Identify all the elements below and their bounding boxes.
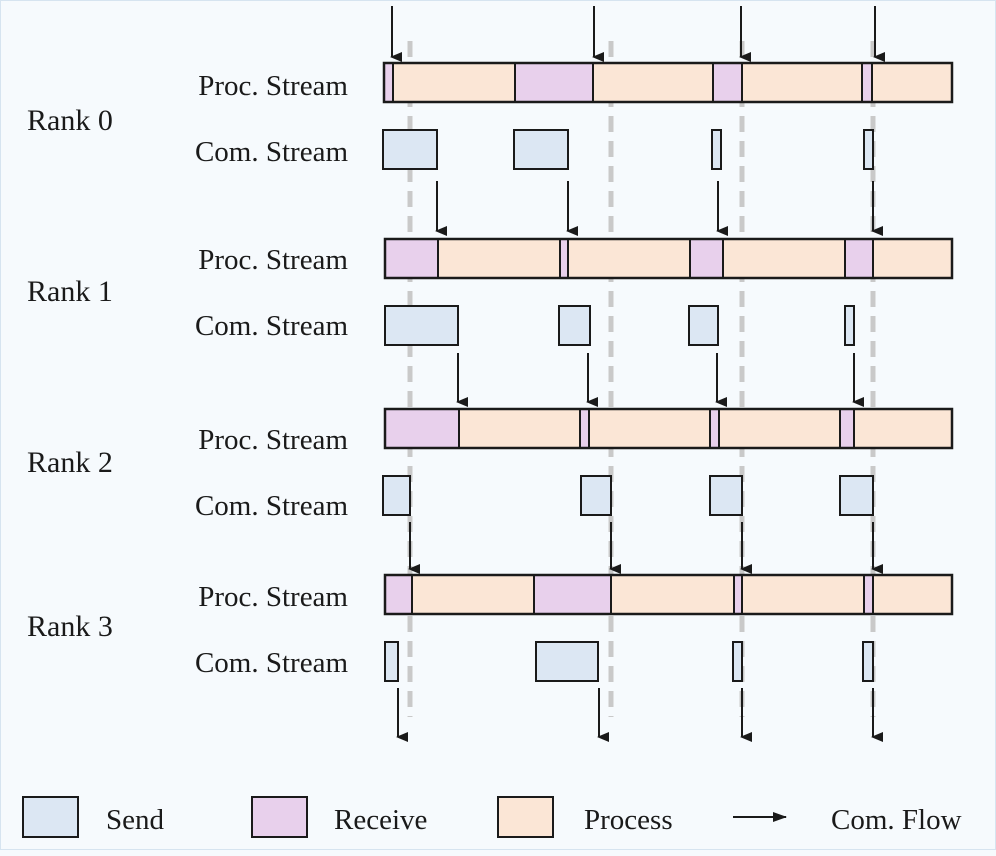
rank-2-proc-receive-segment-4 (709, 408, 720, 449)
rank-2-send-block-2 (709, 475, 743, 516)
rank-0-proc-process-segment-3 (592, 62, 714, 103)
rank-1-proc-receive-segment-6 (844, 238, 874, 279)
legend-send-swatch (22, 796, 79, 838)
stream-blocks (382, 61, 954, 682)
rank-label-1: Rank 1 (27, 275, 113, 308)
rank-label-2: Rank 2 (27, 446, 113, 479)
legend-send-label: Send (106, 804, 165, 836)
rank-3-proc-receive-segment-6 (863, 574, 874, 615)
rank-3-send-block-0 (384, 641, 399, 682)
rank-3-proc-process-segment-3 (610, 574, 735, 615)
rank-1-proc-process-segment-3 (567, 238, 691, 279)
rank-1-send-block-0 (384, 305, 459, 346)
rank-0-proc-process-segment-5 (741, 62, 863, 103)
rank-1-send-block-1 (558, 305, 591, 346)
rank-3-proc-stream-bar (383, 573, 954, 616)
rank-0-proc-receive-segment-0 (383, 62, 394, 103)
rank-1-proc-process-segment-7 (872, 238, 953, 279)
rank-0-proc-receive-segment-4 (712, 62, 743, 103)
com-stream-label-3: Com. Stream (195, 647, 348, 679)
proc-stream-label-3: Proc. Stream (198, 581, 348, 613)
rank-2-send-block-0 (382, 475, 411, 516)
rank-0-send-block-0 (382, 129, 438, 170)
rank-3-proc-receive-segment-2 (533, 574, 612, 615)
rank-2-send-block-3 (839, 475, 874, 516)
rank-0-proc-process-segment-1 (392, 62, 516, 103)
proc-stream-label-2: Proc. Stream (198, 424, 348, 456)
legend: Send Receive Process Com. Flow (22, 796, 962, 838)
rank-0-proc-process-segment-7 (871, 62, 953, 103)
rank-2-proc-process-segment-3 (588, 408, 711, 449)
rank-3-proc-process-segment-1 (411, 574, 535, 615)
rank-0-proc-receive-segment-2 (514, 62, 594, 103)
legend-process-swatch (497, 796, 554, 838)
com-stream-label-0: Com. Stream (195, 136, 348, 168)
rank-1-proc-stream-bar (383, 237, 954, 280)
rank-1-proc-receive-segment-0 (384, 238, 439, 279)
rank-label-0: Rank 0 (27, 104, 113, 137)
legend-receive-swatch (251, 796, 308, 838)
rank-3-send-block-1 (535, 641, 599, 682)
rank-3-send-block-2 (732, 641, 743, 682)
rank-1-send-block-2 (688, 305, 719, 346)
rank-3-proc-receive-segment-4 (733, 574, 743, 615)
legend-receive-label: Receive (334, 804, 427, 836)
rank-3-proc-process-segment-5 (741, 574, 865, 615)
rank-3-proc-receive-segment-0 (384, 574, 413, 615)
rank-2-proc-receive-segment-2 (579, 408, 590, 449)
proc-stream-label-1: Proc. Stream (198, 244, 348, 276)
com-stream-label-2: Com. Stream (195, 490, 348, 522)
rank-2-proc-receive-segment-6 (839, 408, 855, 449)
rank-label-3: Rank 3 (27, 610, 113, 643)
rank-0-proc-receive-segment-6 (861, 62, 873, 103)
rank-2-proc-process-segment-1 (458, 408, 581, 449)
rank-3-proc-process-segment-7 (872, 574, 953, 615)
rank-0-proc-stream-bar (382, 61, 954, 104)
legend-flow-label: Com. Flow (831, 804, 962, 836)
rank-1-proc-process-segment-1 (437, 238, 561, 279)
rank-2-send-block-1 (580, 475, 612, 516)
com-stream-label-1: Com. Stream (195, 310, 348, 342)
legend-process-label: Process (584, 804, 673, 836)
rank-0-send-block-1 (513, 129, 569, 170)
rank-2-proc-receive-segment-0 (384, 408, 460, 449)
rank-1-proc-receive-segment-2 (559, 238, 569, 279)
rank-1-proc-receive-segment-4 (689, 238, 724, 279)
rank-1-send-block-3 (844, 305, 855, 346)
rank-0-send-block-2 (711, 129, 722, 170)
com-flow-arrows (390, 6, 885, 742)
rank-1-proc-process-segment-5 (722, 238, 846, 279)
proc-stream-label-0: Proc. Stream (198, 70, 348, 102)
rank-2-proc-stream-bar (383, 407, 954, 450)
rank-2-proc-process-segment-5 (718, 408, 841, 449)
sync-dashed-lines (407, 41, 876, 717)
rank-2-proc-process-segment-7 (853, 408, 953, 449)
rank-3-send-block-3 (862, 641, 874, 682)
rank-0-send-block-3 (863, 129, 874, 170)
